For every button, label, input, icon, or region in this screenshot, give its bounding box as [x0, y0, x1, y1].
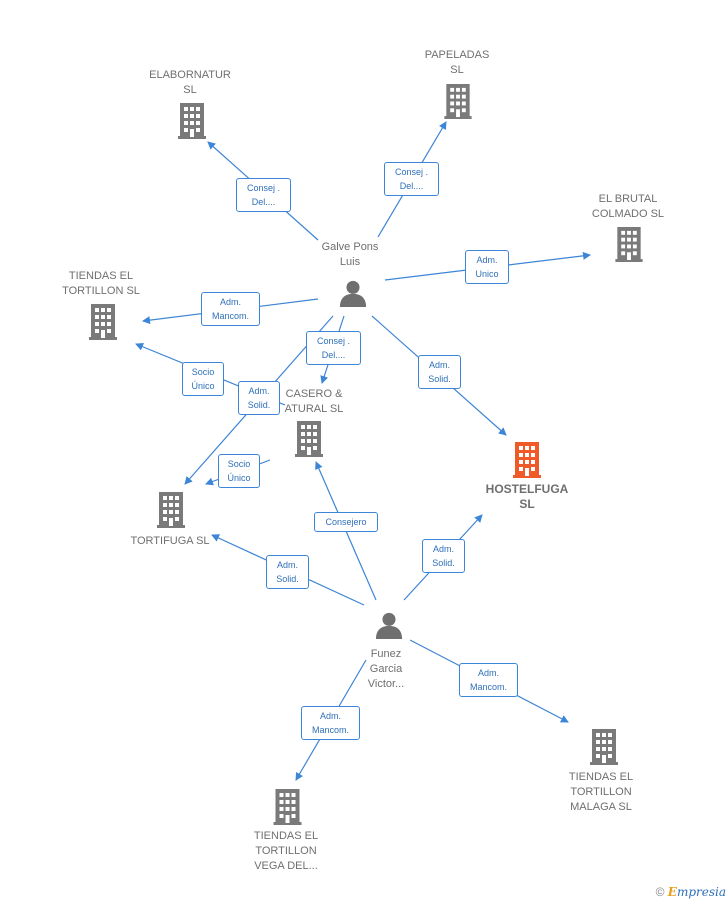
funez-person-icon — [375, 612, 403, 639]
relation-label: Socio Único — [218, 454, 260, 488]
papeladas-building-icon — [444, 84, 472, 119]
tiendas-tortillon-label[interactable]: TIENDAS EL TORTILLON SL — [62, 270, 140, 297]
relation-label: Adm. Mancom. — [301, 706, 360, 740]
relation-label: Consej . Del.... — [384, 162, 439, 196]
relation-label: Adm. Solid. — [238, 381, 280, 415]
tortifuga-building-icon — [157, 492, 185, 528]
relation-label: Consejero — [314, 512, 378, 532]
tiendas-vega-label[interactable]: TIENDAS EL TORTILLON VEGA DEL... — [253, 830, 319, 872]
relation-label: Adm. Mancom. — [201, 292, 260, 326]
galve-person-icon — [339, 280, 367, 307]
galve-label[interactable]: Galve Pons Luis — [321, 241, 379, 268]
elabornatur-label[interactable]: ELABORNATUR SL — [149, 69, 231, 96]
casero-natural-building-icon — [295, 421, 323, 457]
relation-label: Consej . Del.... — [236, 178, 291, 212]
relation-label: Adm. Solid. — [266, 555, 309, 589]
relation-label: Adm. Mancom. — [459, 663, 518, 697]
tiendas-malaga-building-icon — [590, 729, 618, 765]
hostelfuga-building-icon — [513, 442, 541, 478]
tiendas-vega-building-icon — [273, 789, 302, 825]
relation-label: Socio Único — [182, 362, 224, 396]
relation-label: Adm. Solid. — [422, 539, 465, 573]
elabornatur-building-icon — [178, 103, 206, 139]
relation-label: Adm. Unico — [465, 250, 509, 284]
copyright-icon: © — [655, 885, 665, 899]
tiendas-tortillon-building-icon — [89, 304, 117, 340]
relation-label: Consej . Del.... — [306, 331, 361, 365]
brand-logo: Empresia — [667, 885, 726, 899]
hostelfuga-label[interactable]: HOSTELFUGA SL — [485, 482, 569, 511]
tortifuga-label[interactable]: TORTIFUGA SL — [130, 535, 210, 547]
casero-natural-label[interactable]: CASERO & ATURAL SL — [284, 388, 344, 415]
papeladas-label[interactable]: PAPELADAS SL — [424, 49, 490, 76]
el-brutal-label[interactable]: EL BRUTAL COLMADO SL — [591, 193, 665, 220]
el-brutal-building-icon — [615, 227, 643, 262]
relation-label: Adm. Solid. — [418, 355, 461, 389]
tiendas-malaga-label[interactable]: TIENDAS EL TORTILLON MALAGA SL — [568, 771, 634, 813]
footer-credit[interactable]: © Empresia — [656, 885, 726, 899]
funez-label[interactable]: Funez Garcia Victor... — [367, 648, 405, 690]
